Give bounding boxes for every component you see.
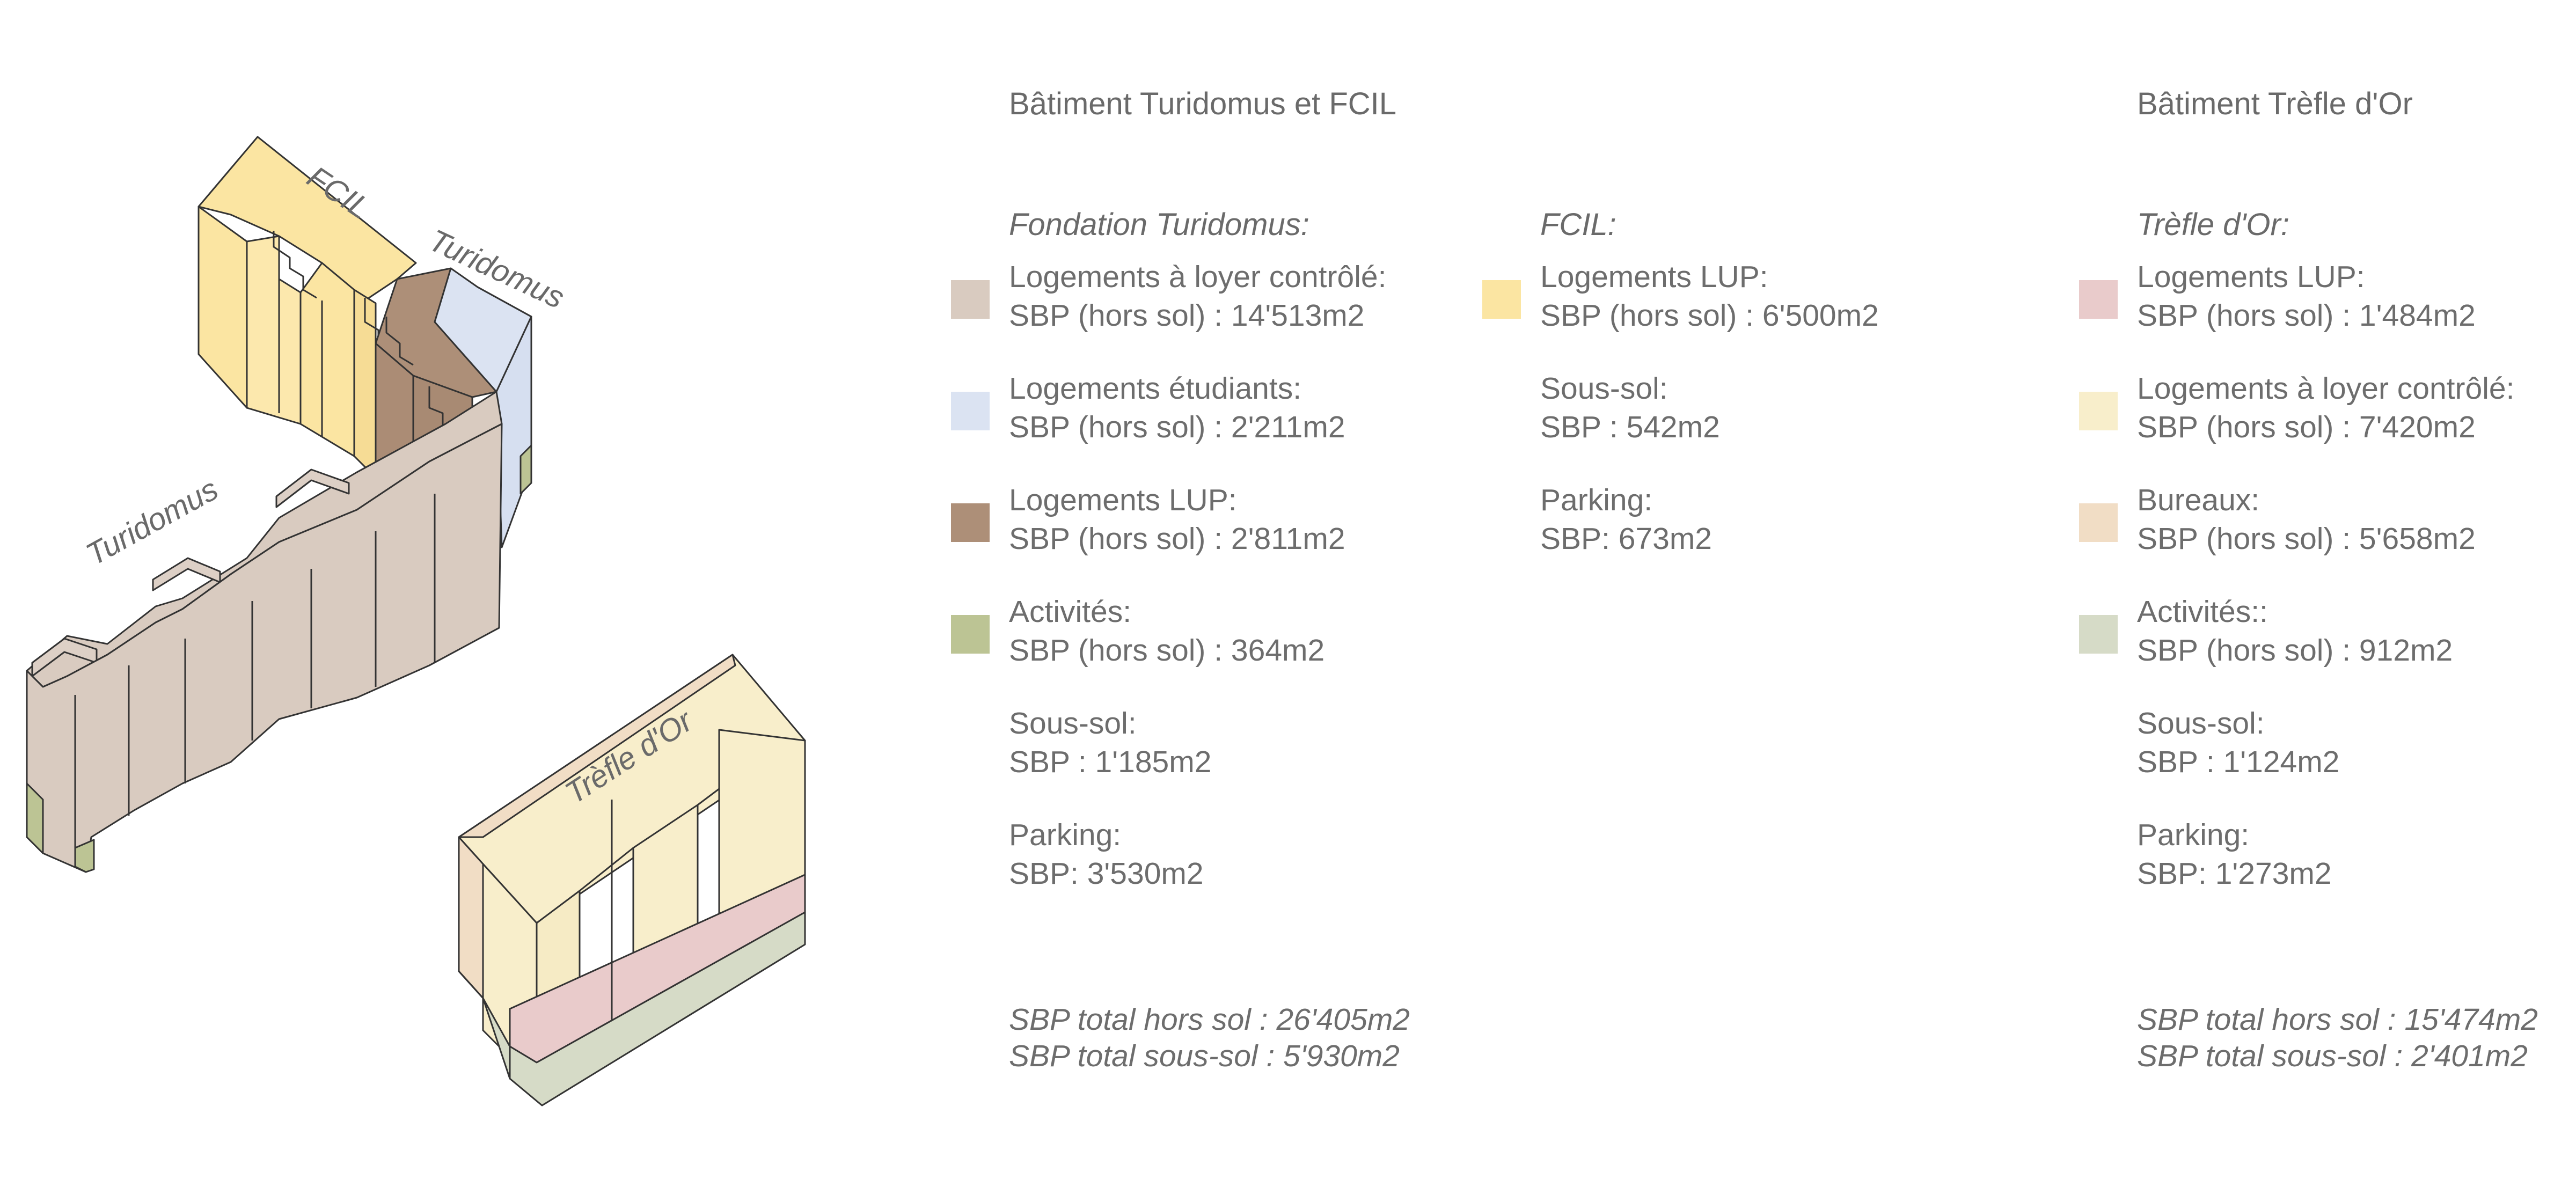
swatch-lc <box>951 280 990 319</box>
trefle-total-above-ground: SBP total hors sol : 15'474m2 <box>2137 1002 2538 1037</box>
totals-trefle: SBP total hors sol : 15'474m2 SBP total … <box>2137 1001 2538 1074</box>
bar-activity-base <box>26 782 44 854</box>
fcil-face-mid <box>246 235 302 425</box>
bar-bump-1 <box>31 638 98 677</box>
swatch-students <box>951 392 990 430</box>
trefle-total-basement: SBP total sous-sol : 2'401m2 <box>2137 1039 2528 1073</box>
heading-trefle: Bâtiment Trèfle d'Or <box>2137 86 2413 121</box>
fcil-block <box>197 136 417 479</box>
swatch-trefle-lup <box>2079 280 2118 319</box>
trefle-bureaux-top <box>458 654 736 838</box>
legend-item-soussol: Sous-sol: SBP : 1'185m2 <box>1009 706 1212 779</box>
legend-item-lup: Logements LUP: SBP (hors sol) : 2'811m2 <box>951 481 1345 558</box>
swatch-trefle-bureaux <box>2079 503 2118 542</box>
axonometric-diagram: FCIL Turidomus Turidomus Trèfle d'Or <box>26 136 806 1107</box>
legend-item-fcil-parking: Parking: SBP: 673m2 <box>1540 483 1713 556</box>
trefle-base-left <box>458 970 511 1080</box>
legend-item-trefle-soussol: Sous-sol: SBP : 1'124m2 <box>2137 706 2340 779</box>
fcil-steps <box>273 231 317 299</box>
legend-item-trefle-bureaux: Bureaux: SBP (hors sol) : 5'658m2 <box>2079 481 2476 558</box>
label-turidomus-left: Turidomus <box>80 472 224 573</box>
legend-item-trefle-lup: Logements LUP: SBP (hors sol) : 1'484m2 <box>2079 258 2476 335</box>
legend-item-parking: Parking: SBP: 3'530m2 <box>1009 818 1204 891</box>
totals-turidomus-fcil: SBP total hors sol : 26'405m2 SBP total … <box>1009 1001 1410 1074</box>
swatch-trefle-activities <box>2079 615 2118 654</box>
swatch-lup <box>951 503 990 542</box>
swatch-trefle-lc <box>2079 392 2118 430</box>
total-above-ground: SBP total hors sol : 26'405m2 <box>1009 1002 1410 1037</box>
subheading-fondation: Fondation Turidomus: <box>1009 207 1309 242</box>
legend-item-trefle-parking: Parking: SBP: 1'273m2 <box>2137 818 2332 891</box>
swatch-fcil-lup <box>1482 280 1521 319</box>
total-basement: SBP total sous-sol : 5'930m2 <box>1009 1039 1400 1073</box>
fcil-face-left <box>197 206 248 409</box>
bar-activity-base-2 <box>74 839 95 873</box>
heading-turidomus-fcil: Bâtiment Turidomus et FCIL <box>1009 86 1397 121</box>
bar-bump-3 <box>275 468 350 508</box>
legend-item-activities: Activités: SBP (hors sol) : 364m2 <box>951 592 1324 670</box>
legend-item-lc: Logements à loyer contrôlé: SBP (hors so… <box>951 258 1386 335</box>
lup-steps-2 <box>428 386 444 429</box>
turidomus-activity-strip <box>519 444 532 495</box>
legend-item-students: Logements étudiants: SBP (hors sol) : 2'… <box>951 369 1345 446</box>
legend-item-trefle-lc: Logements à loyer contrôlé: SBP (hors so… <box>2079 369 2514 446</box>
turidomus-bar <box>26 391 503 873</box>
bar-bump-2 <box>152 557 221 591</box>
swatch-activities <box>951 615 990 654</box>
legend-item-fcil-lup: Logements LUP: SBP (hors sol) : 6'500m2 <box>1482 258 1879 335</box>
subheading-fcil: FCIL: <box>1540 207 1616 242</box>
legend-item-fcil-soussol: Sous-sol: SBP : 542m2 <box>1540 371 1720 444</box>
trefle-bureaux-face <box>458 836 484 999</box>
legend-item-trefle-activities: Activités:: SBP (hors sol) : 912m2 <box>2079 592 2453 670</box>
subheading-trefle: Trèfle d'Or: <box>2137 207 2289 242</box>
trefle-block <box>458 654 806 1107</box>
lup-steps <box>385 317 414 366</box>
fcil-face-mid2 <box>299 262 355 457</box>
